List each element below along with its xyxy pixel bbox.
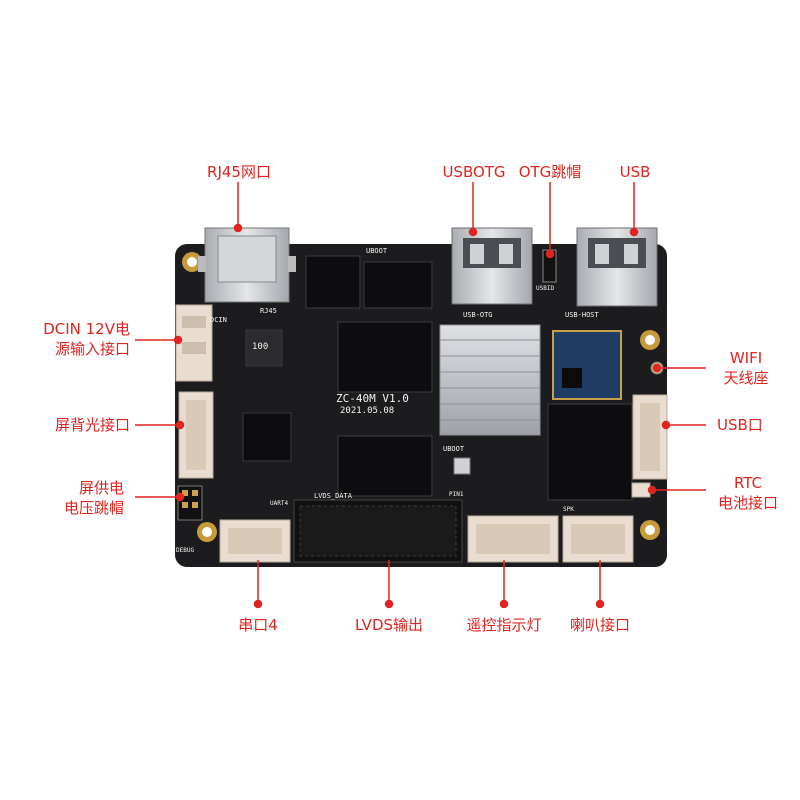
spk-silk: SPK [563,506,574,513]
callout-usbotg: USBOTG [442,163,506,181]
callout-rj45: RJ45网口 [207,163,271,181]
lvds-header [293,499,463,563]
debug-silk: DEBUG [176,547,195,554]
pcb-board [175,244,667,567]
uboot-top-silk: UBOOT [366,247,388,255]
chips [242,255,633,501]
backlight-connector [178,391,214,479]
inductor-silk: 100 [252,342,269,352]
rtc-connector [631,482,651,498]
uboot-mid-silk: UBOOT [443,445,465,453]
usb-otg-silk: USB-OTG [463,311,493,319]
usbid-silk: USBID [536,285,555,292]
uart4-silk: UART4 [270,500,289,507]
uboot-button [453,457,471,475]
dcin-silk: DCIN [210,316,227,324]
board-name-silk: ZC-40M V1.0 [336,392,409,405]
heatsink [439,324,541,436]
callout-screen-power-line2: 电压跳帽 [63,499,124,517]
callout-lvds: LVDS输出 [354,616,424,634]
usb-host-connector [576,227,658,307]
rj45-connector [198,227,296,303]
callout-rtc-line1: RTC [733,474,763,492]
usb-pin-connector [632,394,668,480]
callout-usb: USB [619,163,651,181]
callout-speaker: 喇叭接口 [569,616,630,634]
callout-usb-port: USB口 [717,416,763,434]
rj45-silk: RJ45 [260,307,277,315]
screen-power-jumper [177,485,203,521]
pin1-silk: PIN1 [449,491,464,498]
mounting-holes [182,252,660,542]
callout-screen-power-line1: 屏供电 [78,479,124,497]
uart4-connector [219,519,291,563]
usb-otg-connector [451,227,533,305]
callout-wifi-line1: WIFI [729,349,763,367]
callout-otg-jumper: OTG跳帽 [518,163,582,181]
callout-backlight: 屏背光接口 [54,416,130,434]
callout-rtc-line2: 电池接口 [717,494,778,512]
remote-led-connector [467,515,559,563]
callout-dcin-line2: 源输入接口 [54,340,130,358]
dcin-connector [175,304,213,382]
callout-uart4: 串口4 [238,616,278,634]
callout-dcin-line1: DCIN 12V电 [43,320,130,338]
board-date-silk: 2021.05.08 [340,406,395,416]
lvds-data-silk: LVDS_DATA [314,492,352,500]
usb-host-silk: USB-HOST [565,311,599,319]
callout-lines [135,182,706,609]
callout-remote: 遥控指示灯 [466,616,542,634]
wifi-module [552,330,622,400]
callout-wifi-line2: 天线座 [723,369,769,387]
speaker-connector [562,515,634,563]
